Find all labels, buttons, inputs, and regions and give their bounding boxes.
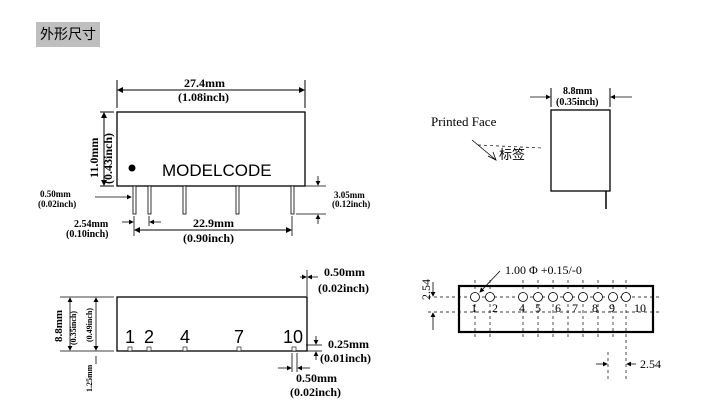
bottom-bottom-inch: (0.02inch) <box>290 385 341 399</box>
bottom-bottom-mm: 0.50mm <box>296 371 337 385</box>
side-view: 8.8mm (0.35inch) Printed Face 标签 <box>431 86 632 209</box>
printed-face-label: Printed Face <box>431 114 497 129</box>
width-mm: 27.4mm <box>184 76 225 90</box>
pcb-holes <box>470 292 631 302</box>
section-title: 外形尺寸 <box>36 22 100 47</box>
label-cn: 标签 <box>499 147 525 162</box>
bottom-view: 1 2 4 7 10 0.50mm (0.02inch) 8.8mm (0.35… <box>53 265 371 399</box>
bottom-pin-10: 10 <box>283 327 303 347</box>
bottom-top-mm: 0.50mm <box>324 265 365 279</box>
bottom-left-inch: (0.35inch) <box>69 311 78 345</box>
width-inch: (1.08inch) <box>178 90 229 104</box>
depth-inch: (0.35inch) <box>556 97 599 108</box>
hole-1: 1 <box>471 301 477 315</box>
hole-7: 7 <box>572 301 578 315</box>
span-inch: (0.90inch) <box>183 231 234 245</box>
pcb-view: 1 2 4 5 6 7 8 9 10 1.00 Φ +0.15/-0 2.54 … <box>419 263 661 380</box>
pin-length-mm: 3.05mm <box>334 190 365 200</box>
module-body-side <box>550 109 611 192</box>
pcb-pitch-horizontal: 2.54 <box>640 357 661 371</box>
pin1-dot <box>128 164 136 172</box>
hole-8: 8 <box>592 301 598 315</box>
pcb-outline <box>457 284 655 334</box>
pcb-pitch-vertical: 2.54 <box>419 279 433 300</box>
pitch-mm: 2.54mm <box>74 219 109 230</box>
front-view: MODELCODE 27.4mm (1.08inch) 11.0mm (0.43… <box>38 76 370 245</box>
hole-10: 10 <box>634 301 646 315</box>
pitch-inch: (0.10inch) <box>66 229 109 240</box>
pin-thickness-inch: (0.01inch) <box>320 351 371 365</box>
height-mm: 11.0mm <box>87 138 101 178</box>
bottom-offset: 1.25mm <box>85 364 94 392</box>
front-pins <box>132 185 295 215</box>
bottom-top-inch: (0.02inch) <box>318 281 369 295</box>
hole-9: 9 <box>609 301 615 315</box>
pin-width-mm: 0.50mm <box>40 189 71 199</box>
bottom-pin-2: 2 <box>144 327 154 347</box>
bottom-inner-inch: (0.49inch) <box>85 308 94 342</box>
hole-5: 5 <box>535 301 541 315</box>
bottom-pin-7: 7 <box>234 327 244 347</box>
bottom-left-mm: 8.8mm <box>53 310 65 342</box>
depth-mm: 8.8mm <box>563 86 593 97</box>
pin-thickness-mm: 0.25mm <box>328 337 369 351</box>
hole-6: 6 <box>555 301 561 315</box>
hole-2: 2 <box>492 301 498 315</box>
model-label: MODELCODE <box>162 161 272 180</box>
bottom-pin-4: 4 <box>180 327 190 347</box>
bottom-pin-1: 1 <box>125 327 135 347</box>
pin-width-inch: (0.02inch) <box>38 199 76 209</box>
module-body-bottom <box>116 296 308 352</box>
span-mm: 22.9mm <box>193 216 234 230</box>
hole-4: 4 <box>519 301 525 315</box>
pin-length-inch: (0.12inch) <box>332 199 370 209</box>
module-body-front <box>116 111 306 187</box>
hole-spec: 1.00 Φ +0.15/-0 <box>505 263 582 277</box>
height-inch: (0.43inch) <box>101 133 115 184</box>
